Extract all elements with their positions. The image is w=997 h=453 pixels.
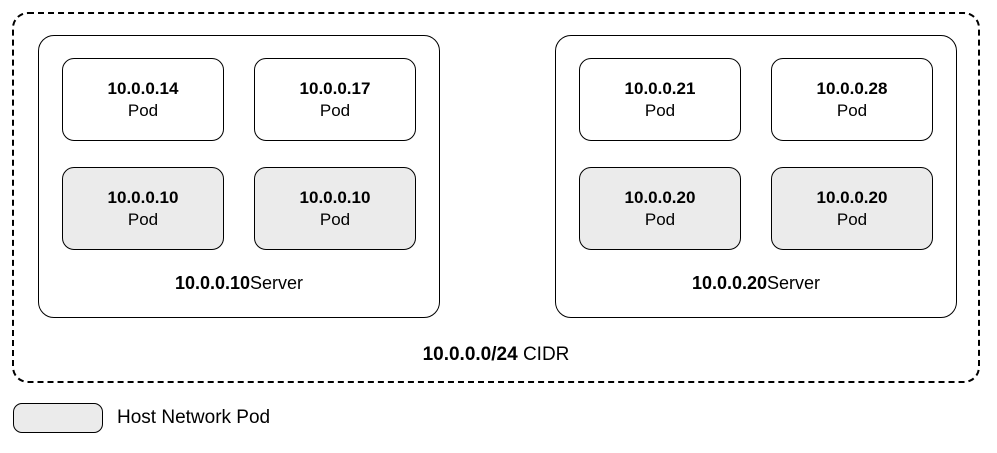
host-network-pod-box: 10.0.0.10 Pod — [62, 167, 224, 250]
pod-ip: 10.0.0.17 — [299, 78, 371, 98]
server-ip: 10.0.0.20 — [691, 273, 768, 293]
pod-label: Pod — [836, 100, 868, 120]
server-label: 10.0.0.20 Server — [692, 250, 820, 317]
pod-box: 10.0.0.14 Pod — [62, 58, 224, 141]
host-network-pod-box: 10.0.0.20 Pod — [771, 167, 933, 250]
pod-ip: 10.0.0.28 — [816, 78, 888, 98]
legend-label: Host Network Pod — [117, 407, 271, 428]
cidr-ip: 10.0.0.0/24 — [422, 344, 518, 365]
server-ip: 10.0.0.10 — [174, 273, 251, 293]
pod-grid: 10.0.0.21 Pod 10.0.0.28 Pod 10.0.0.20 Po… — [579, 58, 933, 250]
pod-label: Pod — [127, 209, 159, 229]
cidr-label-text: CIDR — [522, 344, 570, 365]
pod-label: Pod — [127, 100, 159, 120]
pod-label: Pod — [319, 100, 351, 120]
pod-ip: 10.0.0.10 — [107, 187, 179, 207]
pod-ip: 10.0.0.14 — [107, 78, 179, 98]
server-box: 10.0.0.21 Pod 10.0.0.28 Pod 10.0.0.20 Po… — [555, 35, 957, 318]
pod-grid: 10.0.0.14 Pod 10.0.0.17 Pod 10.0.0.10 Po… — [62, 58, 416, 250]
pod-label: Pod — [644, 209, 676, 229]
pod-ip: 10.0.0.20 — [816, 187, 888, 207]
pod-box: 10.0.0.17 Pod — [254, 58, 416, 141]
cidr-label: 10.0.0.0/24 CIDR — [12, 344, 980, 366]
host-network-pod-swatch — [13, 403, 103, 433]
pod-label: Pod — [644, 100, 676, 120]
legend: Host Network Pod — [13, 403, 270, 433]
pod-ip: 10.0.0.10 — [299, 187, 371, 207]
pod-ip: 10.0.0.21 — [624, 78, 696, 98]
host-network-pod-box: 10.0.0.20 Pod — [579, 167, 741, 250]
server-label-text: Server — [250, 273, 304, 293]
pod-label: Pod — [836, 209, 868, 229]
pod-label: Pod — [319, 209, 351, 229]
server-label: 10.0.0.10 Server — [175, 250, 303, 317]
pod-box: 10.0.0.28 Pod — [771, 58, 933, 141]
server-label-text: Server — [767, 273, 821, 293]
server-box: 10.0.0.14 Pod 10.0.0.17 Pod 10.0.0.10 Po… — [38, 35, 440, 318]
pod-box: 10.0.0.21 Pod — [579, 58, 741, 141]
pod-ip: 10.0.0.20 — [624, 187, 696, 207]
host-network-pod-box: 10.0.0.10 Pod — [254, 167, 416, 250]
